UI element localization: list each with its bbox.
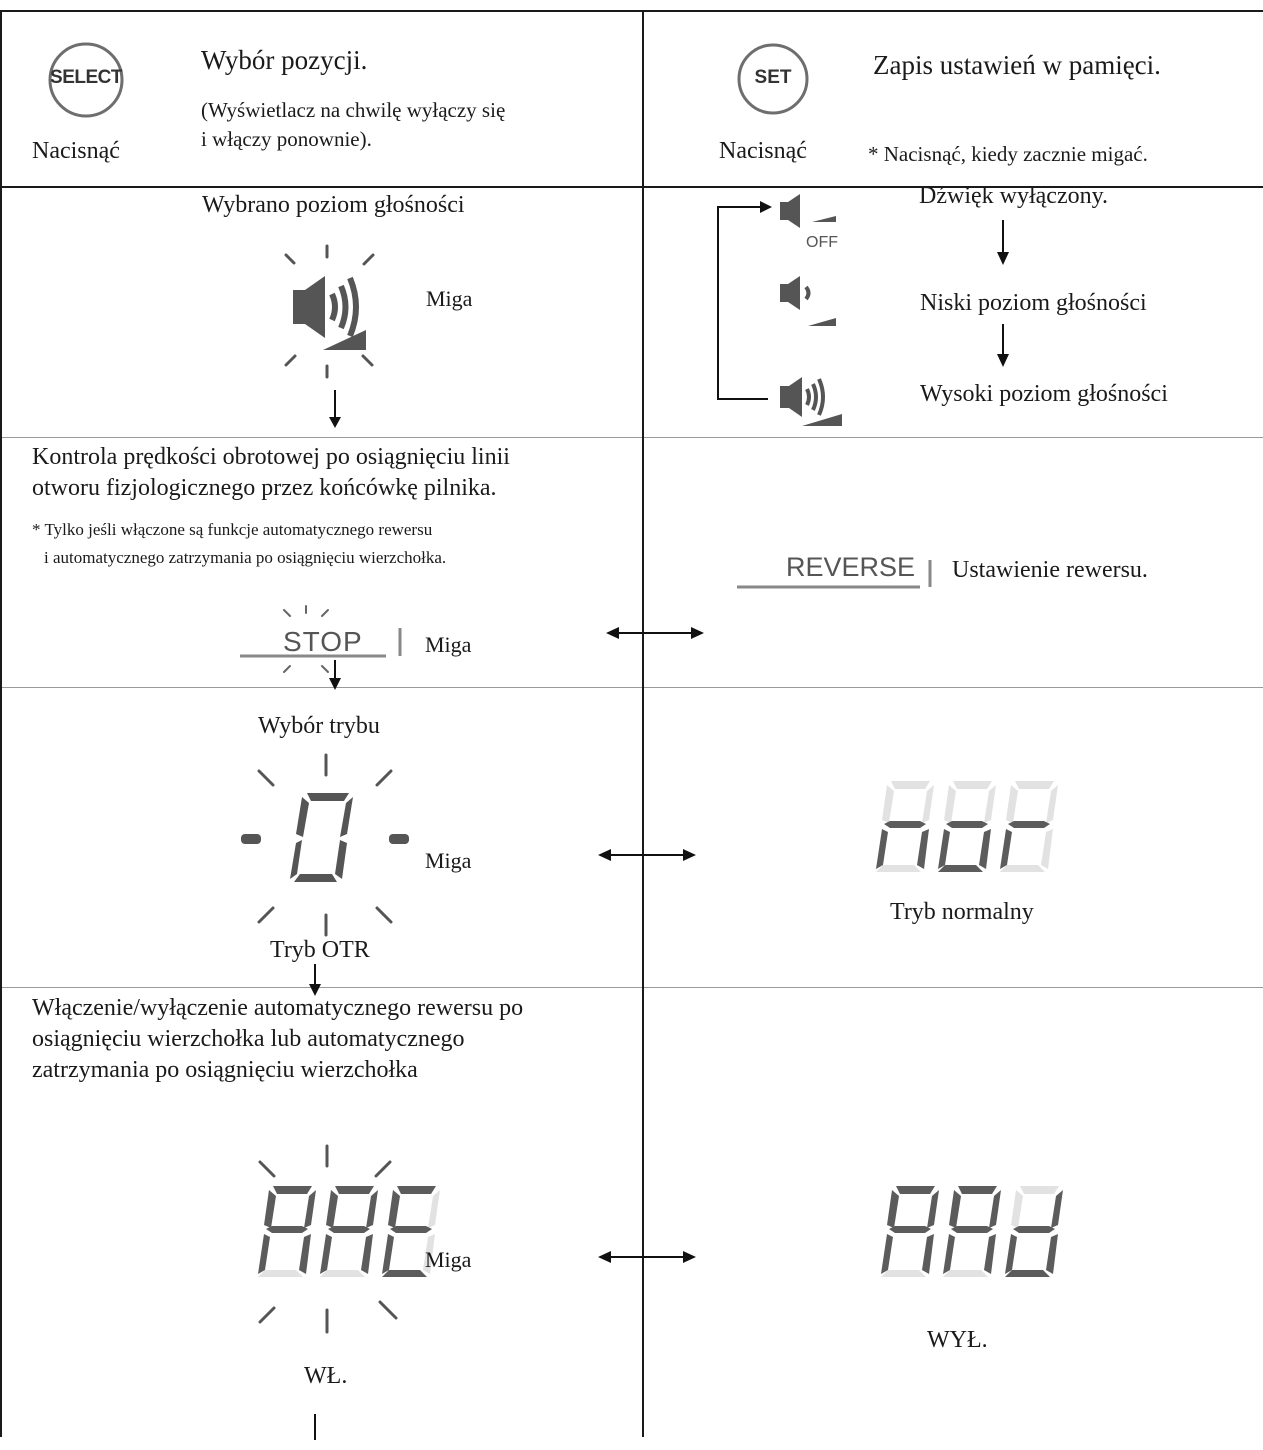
table-center-divider bbox=[642, 10, 644, 1437]
mode-normal-label: Tryb normalny bbox=[890, 899, 1034, 925]
stop-down-arrow bbox=[329, 660, 341, 690]
reverse-double-arrow bbox=[606, 627, 704, 639]
row-divider-2 bbox=[0, 687, 1263, 688]
volume-blink-label: Miga bbox=[426, 286, 473, 311]
volume-cycle-bracket bbox=[717, 201, 772, 400]
reverse-note-line-2: i automatycznego zatrzymania po osiągnię… bbox=[44, 548, 447, 567]
speaker-high-blinking-icon bbox=[284, 244, 375, 379]
volume-high-text: Wysoki poziom głośności bbox=[920, 381, 1168, 407]
apex-on-display-blinking bbox=[258, 1144, 440, 1334]
speaker-off-text: OFF bbox=[806, 234, 838, 251]
reverse-setting-text: Ustawienie rewersu. bbox=[952, 557, 1148, 583]
volume-low-down-arrow bbox=[997, 324, 1009, 367]
volume-selected-title: Wybrano poziom głośności bbox=[202, 192, 465, 218]
mode-double-arrow bbox=[598, 849, 696, 861]
header-row-divider bbox=[0, 186, 1263, 188]
set-button-label: SET bbox=[754, 67, 792, 88]
speaker-high-icon bbox=[780, 377, 842, 426]
set-press-label: Nacisnąć bbox=[719, 138, 807, 164]
stop-indicator-blinking bbox=[240, 605, 402, 673]
volume-off-text: Dźwięk wyłączony. bbox=[919, 183, 1109, 209]
volume-down-arrow bbox=[329, 390, 341, 428]
apex-title-line-3: zatrzymania po osiągnięciu wierzchołka bbox=[32, 1057, 418, 1083]
select-press-label: Nacisnąć bbox=[32, 138, 120, 164]
apex-title-line-1: Włączenie/wyłączenie automatycznego rewe… bbox=[32, 995, 524, 1021]
mode-blink-label: Miga bbox=[425, 848, 472, 873]
stop-label: STOP bbox=[283, 626, 363, 657]
apex-on-label: WŁ. bbox=[304, 1363, 348, 1389]
reverse-title-line-2: otworu fizjologicznego przez końcówkę pi… bbox=[32, 475, 497, 501]
set-button-icon bbox=[737, 43, 809, 115]
speaker-off-icon bbox=[780, 194, 836, 228]
table-left-border bbox=[0, 10, 2, 1437]
mode-title: Wybór trybu bbox=[258, 713, 380, 739]
mode-digit-blinking bbox=[241, 753, 409, 937]
volume-off-down-arrow bbox=[997, 220, 1009, 265]
mode-down-arrow bbox=[309, 964, 321, 996]
volume-low-text: Niski poziom głośności bbox=[920, 290, 1147, 316]
apex-title-line-2: osiągnięciu wierzchołka lub automatyczne… bbox=[32, 1026, 465, 1052]
apex-off-label: WYŁ. bbox=[927, 1327, 988, 1353]
apex-down-arrow bbox=[314, 1414, 316, 1440]
apex-blink-label: Miga bbox=[425, 1247, 472, 1272]
reverse-title-line-1: Kontrola prędkości obrotowej po osiągnię… bbox=[32, 444, 510, 470]
select-button-icon bbox=[48, 42, 124, 118]
reverse-note-line-1: * Tylko jeśli włączone są funkcje automa… bbox=[32, 520, 433, 539]
speaker-low-icon bbox=[780, 276, 836, 326]
reverse-label: REVERSE bbox=[786, 552, 916, 582]
mode-normal-display bbox=[876, 781, 1058, 872]
select-note-line-2: i włączy ponownie). bbox=[201, 127, 372, 151]
select-note-line-1: (Wyświetlacz na chwilę wyłączy się bbox=[201, 98, 506, 122]
set-title: Zapis ustawień w pamięci. bbox=[873, 50, 1161, 80]
set-note: * Nacisnąć, kiedy zacznie migać. bbox=[868, 142, 1148, 166]
apex-double-arrow bbox=[598, 1251, 696, 1263]
stop-blink-label: Miga bbox=[425, 632, 472, 657]
row-divider-3 bbox=[0, 987, 1263, 988]
table-top-border bbox=[0, 10, 1263, 12]
mode-otr-label: Tryb OTR bbox=[270, 937, 370, 963]
row-divider-1 bbox=[0, 437, 1263, 438]
select-title: Wybór pozycji. bbox=[201, 45, 368, 75]
reverse-indicator bbox=[737, 560, 932, 589]
select-button-label: SELECT bbox=[50, 67, 122, 88]
apex-off-display bbox=[881, 1186, 1063, 1277]
